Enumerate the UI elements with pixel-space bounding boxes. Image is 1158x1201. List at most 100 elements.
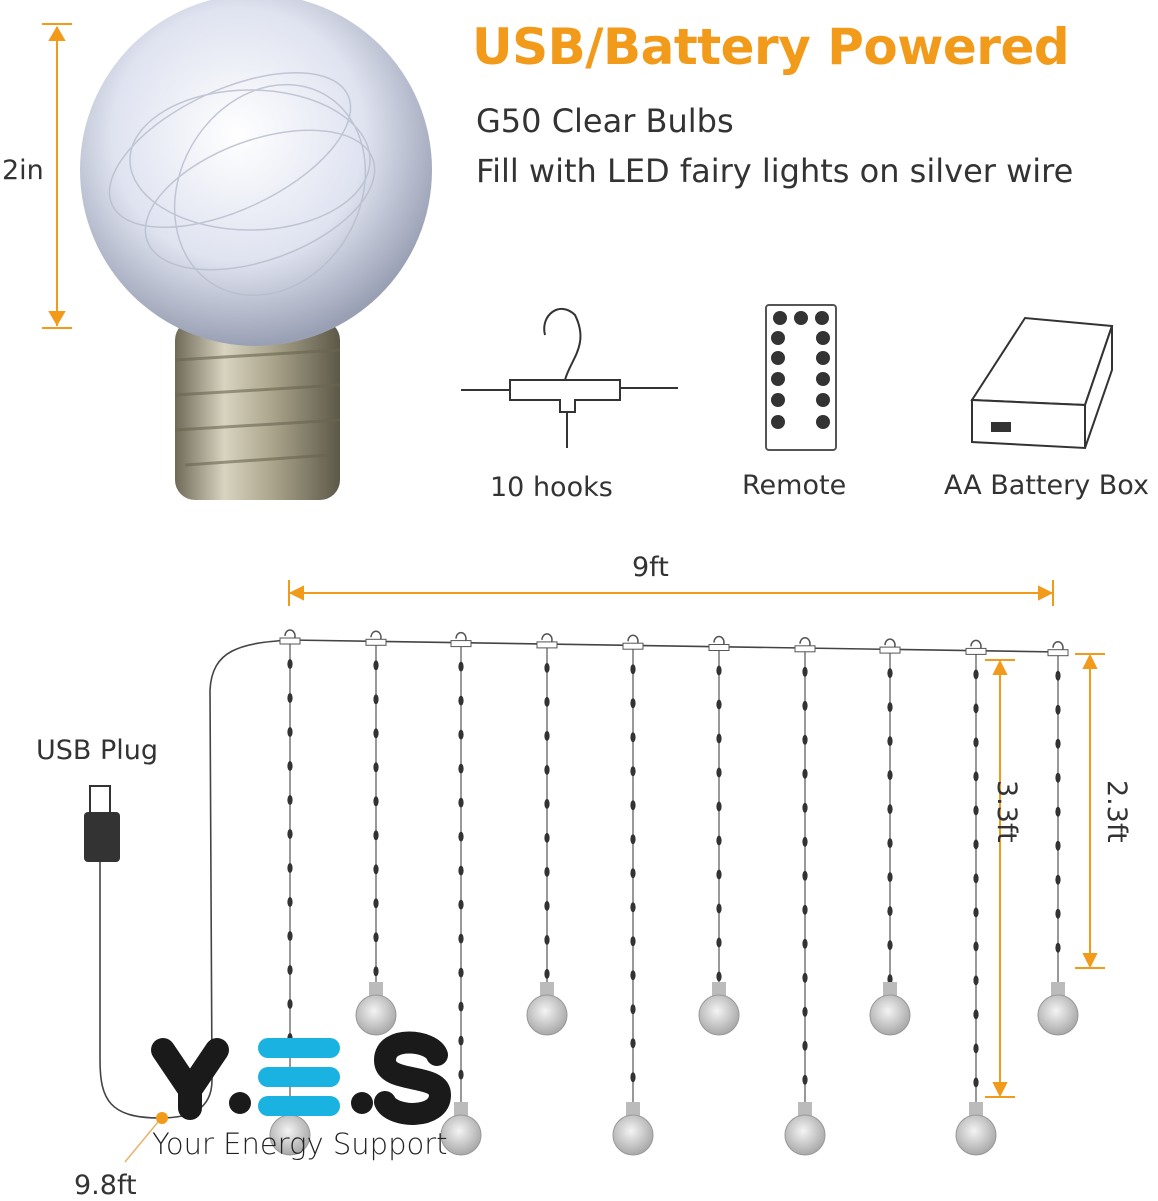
led-dot [544, 764, 550, 775]
led-dot [458, 1001, 464, 1012]
led-dot [716, 665, 722, 676]
led-dot [544, 934, 550, 945]
led-dot [887, 804, 893, 815]
led-dot [1055, 738, 1061, 749]
led-dot [544, 900, 550, 911]
led-dot [544, 662, 550, 673]
led-dot [630, 766, 636, 777]
led-dot [373, 660, 379, 671]
led-dot [373, 898, 379, 909]
led-dot [1055, 772, 1061, 783]
led-dot [544, 832, 550, 843]
led-dot [973, 941, 979, 952]
led-dot [887, 940, 893, 951]
led-dot [973, 975, 979, 986]
led-dot [716, 869, 722, 880]
led-dot [973, 1009, 979, 1020]
led-dot [458, 729, 464, 740]
hooks-label: 10 hooks [490, 472, 613, 503]
led-dot [802, 1074, 808, 1085]
led-dot [802, 1040, 808, 1051]
led-dot [716, 903, 722, 914]
led-dot [887, 872, 893, 883]
led-dot [544, 798, 550, 809]
mini-bulb [355, 994, 397, 1036]
led-dot [973, 839, 979, 850]
mini-bulb [1037, 994, 1079, 1036]
led-dot [887, 702, 893, 713]
led-dot [458, 933, 464, 944]
led-dot [458, 1035, 464, 1046]
battery-box-icon [970, 316, 1114, 450]
led-dot [716, 971, 722, 982]
led-dot [973, 771, 979, 782]
led-dot [373, 830, 379, 841]
yes-logo [151, 1031, 452, 1125]
mini-bulb [955, 1114, 997, 1156]
led-dot [458, 763, 464, 774]
width-label: 9ft [632, 552, 669, 583]
usb-plug-label: USB Plug [36, 735, 159, 766]
led-dot [802, 768, 808, 779]
led-dot [802, 904, 808, 915]
led-dot [802, 1006, 808, 1017]
led-dot [630, 936, 636, 947]
led-dot [1055, 704, 1061, 715]
led-dot [630, 664, 636, 675]
width-dimension [288, 580, 1054, 606]
logo-tagline: Your Energy Support [152, 1127, 448, 1161]
mini-bulb [784, 1114, 826, 1156]
led-dot [802, 802, 808, 813]
hook-icon [461, 308, 678, 448]
led-dot [630, 1038, 636, 1049]
led-dot [887, 838, 893, 849]
headline: USB/Battery Powered [472, 18, 1070, 76]
led-dot [973, 805, 979, 816]
battery-box-label: AA Battery Box [944, 470, 1149, 501]
led-dot [1055, 670, 1061, 681]
led-dot [287, 965, 293, 975]
led-dot [458, 695, 464, 706]
led-dot [630, 834, 636, 845]
led-dot [630, 1004, 636, 1015]
led-dot [287, 727, 293, 737]
led-dot [458, 967, 464, 978]
led-dot [287, 829, 293, 839]
led-dot [716, 801, 722, 812]
led-dot [458, 899, 464, 910]
led-dot [458, 1069, 464, 1080]
lead-marker [156, 1112, 168, 1124]
led-dot [544, 968, 550, 979]
led-dot [373, 864, 379, 875]
bulb-height-label: 2in [2, 155, 44, 186]
led-dot [287, 693, 293, 703]
led-dot [287, 795, 293, 805]
led-dot [287, 999, 293, 1009]
led-dot [887, 974, 893, 985]
led-dot [287, 761, 293, 771]
led-dot [802, 666, 808, 677]
mini-bulb [440, 1114, 482, 1156]
g50-bulb-illustration [80, 0, 432, 500]
light-strand [612, 634, 654, 1156]
light-strand [526, 633, 568, 1036]
short-strand-label: 2.3ft [1101, 780, 1132, 843]
mini-bulb [526, 994, 568, 1036]
led-dot [716, 733, 722, 744]
led-dot [802, 938, 808, 949]
led-dot [973, 873, 979, 884]
led-dot [802, 836, 808, 847]
led-dot [630, 970, 636, 981]
light-strands [269, 629, 1079, 1156]
led-dot [973, 907, 979, 918]
led-dot [544, 866, 550, 877]
led-dot [973, 1043, 979, 1054]
led-dot [1055, 840, 1061, 851]
led-dot [630, 868, 636, 879]
led-dot [1055, 806, 1061, 817]
led-dot [630, 902, 636, 913]
led-dot [716, 937, 722, 948]
light-strand [269, 629, 311, 1156]
led-dot [887, 770, 893, 781]
